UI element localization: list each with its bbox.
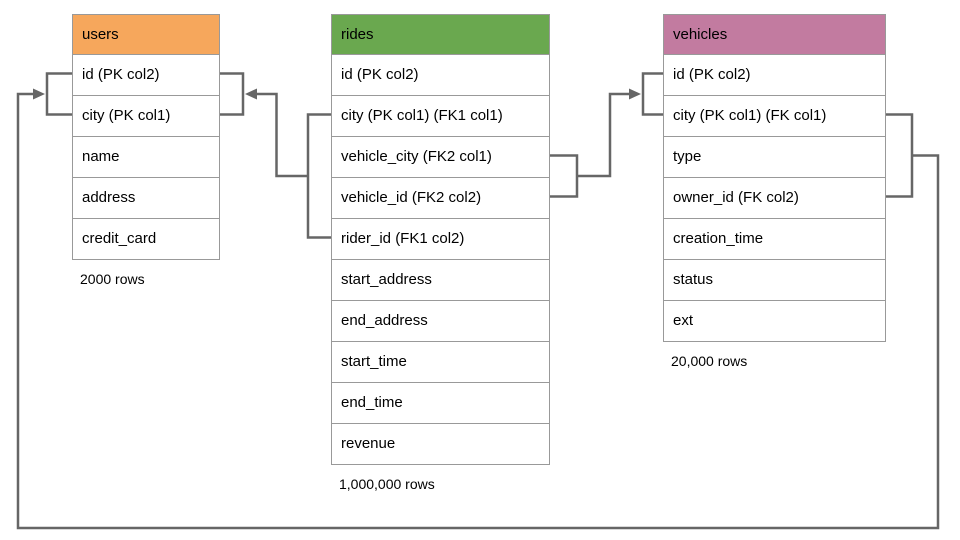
table-vehicles-box: vehicles id (PK col2)city (PK col1) (FK … (663, 14, 886, 342)
bracket-users-pk-left (45, 72, 72, 116)
table-row: revenue (332, 423, 549, 464)
arrowhead-to-vehicles (629, 88, 641, 100)
table-row: vehicle_city (FK2 col1) (332, 136, 549, 177)
table-row: id (PK col2) (664, 54, 885, 95)
table-row: address (73, 177, 219, 218)
bracket-vehicles-fk (886, 113, 914, 198)
table-row: rider_id (FK1 col2) (332, 218, 549, 259)
table-row: owner_id (FK col2) (664, 177, 885, 218)
arrowhead-to-users-left (33, 88, 45, 100)
table-row: type (664, 136, 885, 177)
table-row: creation_time (664, 218, 885, 259)
table-rides-header: rides (332, 15, 549, 54)
table-row: vehicle_id (FK2 col2) (332, 177, 549, 218)
row-count-label: 20,000 rows (671, 353, 748, 369)
bracket-vehicles-pk (641, 72, 663, 116)
table-row: city (PK col1) (FK col1) (664, 95, 885, 136)
table-row: start_time (332, 341, 549, 382)
row-count-label: 1,000,000 rows (339, 476, 435, 492)
arrowhead-to-users (245, 88, 257, 100)
table-row: start_address (332, 259, 549, 300)
table-row: credit_card (73, 218, 219, 259)
table-users-header: users (73, 15, 219, 54)
table-row: city (PK col1) (FK1 col1) (332, 95, 549, 136)
table-row: end_time (332, 382, 549, 423)
table-rides-rows: id (PK col2)city (PK col1) (FK1 col1)veh… (332, 54, 549, 464)
bracket-rides-fk2 (550, 154, 579, 198)
relationship-rides-vehicles (550, 72, 663, 198)
table-row: id (PK col2) (332, 54, 549, 95)
table-row: id (PK col2) (73, 54, 219, 95)
table-row: city (PK col1) (73, 95, 219, 136)
table-vehicles-header: vehicles (664, 15, 885, 54)
table-rides: rides id (PK col2)city (PK col1) (FK1 co… (331, 14, 550, 492)
table-row: ext (664, 300, 885, 341)
table-vehicles: vehicles id (PK col2)city (PK col1) (FK … (663, 14, 886, 369)
table-rides-box: rides id (PK col2)city (PK col1) (FK1 co… (331, 14, 550, 465)
table-row: name (73, 136, 219, 177)
relationship-rides-users (220, 72, 331, 239)
bracket-users-pk (220, 72, 245, 116)
row-count-label: 2000 rows (80, 271, 145, 287)
table-vehicles-rows: id (PK col2)city (PK col1) (FK col1)type… (664, 54, 885, 341)
connector-line-rides-vehicles (577, 92, 629, 178)
bracket-rides-fk1 (306, 113, 331, 239)
table-row: status (664, 259, 885, 300)
connector-line-rides-users (256, 92, 308, 178)
table-row: end_address (332, 300, 549, 341)
